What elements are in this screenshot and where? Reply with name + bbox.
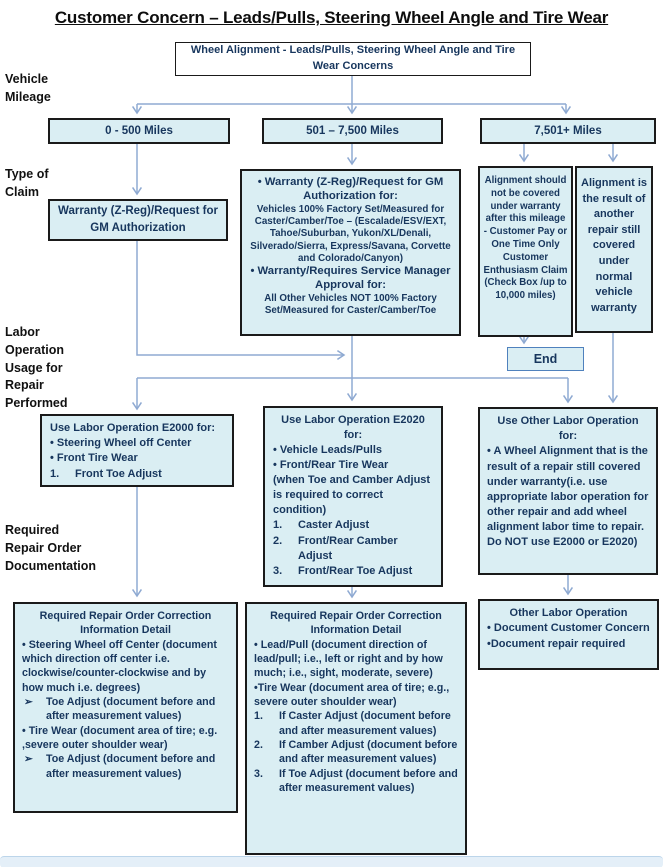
doc-left-heading: Required Repair Order Correction Informa… [39, 610, 212, 637]
node-e2020: Use Labor Operation E2020 for: • Vehicle… [263, 406, 443, 587]
row-label-vehicle-mileage: Vehicle Mileage [5, 72, 51, 104]
doc-middle-heading: Required Repair Order Correction Informa… [270, 610, 442, 637]
node-root: Wheel Alignment - Leads/Pulls, Steering … [175, 42, 531, 76]
node-mileage-501-7500: 501 – 7,500 Miles [262, 118, 443, 144]
doc-left-arrow-text: Toe Adjust (document before and after me… [46, 753, 216, 780]
node-mileage-7501-plus: 7,501+ Miles [480, 118, 656, 144]
e2020-numbered-item: 1. Caster Adjust [273, 518, 433, 533]
arrow-bullet-glyph: ➢ [24, 695, 33, 708]
node-doc-left: Required Repair Order Correction Informa… [13, 602, 238, 813]
node-mileage-0-500-text: 0 - 500 Miles [105, 125, 173, 137]
node-end-text: End [533, 352, 558, 366]
doc-left-arrow-text: Toe Adjust (document before and after me… [46, 695, 216, 723]
doc-middle-numbered-item: 2. If Camber Adjust (document before and… [254, 738, 458, 767]
bottom-decorative-strip [0, 856, 663, 867]
node-other-repair-warranty: Alignment is the result of another repai… [575, 166, 653, 333]
doc-left-bullet: • Tire Wear (document area of tire; e.g.… [22, 724, 218, 751]
e2020-num-text: Front/Rear Toe Adjust [298, 564, 413, 577]
node-root-text: Wheel Alignment - Leads/Pulls, Steering … [190, 44, 516, 72]
node-other-repair-warranty-text: Alignment is the result of another repai… [581, 177, 648, 314]
node-mileage-501-7500-text: 501 – 7,500 Miles [306, 125, 399, 137]
claim-middle-detail-1: Vehicles 100% Factory Set/Measured for C… [250, 203, 451, 264]
e2000-num-text: Front Toe Adjust [75, 467, 162, 480]
node-e2000: Use Labor Operation E2000 for: • Steerin… [40, 414, 234, 487]
use-other-body: • A Wheel Alignment that is the result o… [487, 445, 649, 549]
node-doc-middle: Required Repair Order Correction Informa… [245, 602, 467, 855]
doc-middle-num-text: If Camber Adjust (document before and af… [279, 738, 458, 766]
doc-middle-numbered-item: 1. If Caster Adjust (document before and… [254, 709, 458, 738]
doc-right-bullet: • Document Customer Concern [487, 622, 650, 635]
node-mileage-0-500: 0 - 500 Miles [48, 118, 230, 144]
node-customer-pay: Alignment should not be covered under wa… [478, 166, 573, 337]
node-doc-right: Other Labor Operation • Document Custome… [478, 599, 659, 670]
node-claim-middle: • Warranty (Z-Reg)/Request for GM Author… [240, 169, 461, 336]
edge-warranty-to-merge [136, 240, 346, 361]
node-end: End [507, 347, 584, 371]
e2000-heading: Use Labor Operation E2000 for: [50, 422, 216, 434]
doc-middle-num-text: If Caster Adjust (document before and af… [279, 710, 451, 737]
doc-left-arrow-item: ➢ Toe Adjust (document before and after … [22, 695, 229, 724]
e2020-numbered-item: 3. Front/Rear Toe Adjust [273, 564, 433, 579]
e2020-num: 1. [273, 519, 283, 532]
doc-right-heading: Other Labor Operation [509, 607, 628, 619]
e2000-bullet: • Front Tire Wear [50, 452, 138, 465]
doc-middle-num-text: If Toe Adjust (document before and after… [279, 767, 458, 794]
doc-middle-num: 1. [254, 710, 263, 723]
e2020-heading: Use Labor Operation E2020 for: [281, 414, 425, 442]
e2020-num: 2. [273, 534, 283, 547]
doc-middle-numbered-item: 3. If Toe Adjust (document before and af… [254, 767, 458, 796]
doc-middle-num: 2. [254, 738, 263, 751]
arrow-bullet-glyph: ➢ [24, 753, 33, 766]
e2020-bullet: • Front/Rear Tire Wear [273, 459, 389, 472]
e2020-note: (when Toe and Camber Adjust is required … [273, 474, 431, 517]
e2000-bullet: • Steering Wheel off Center [50, 437, 192, 450]
node-customer-pay-text: Alignment should not be covered under wa… [483, 175, 568, 302]
node-use-other-labor: Use Other Labor Operation for: • A Wheel… [478, 407, 658, 575]
page-title: Customer Concern – Leads/Pulls, Steering… [54, 8, 609, 27]
doc-right-bullet: •Document repair required [487, 637, 626, 650]
e2020-num-text: Caster Adjust [298, 519, 370, 532]
e2020-numbered-item: 2. Front/Rear Camber Adjust [273, 534, 433, 564]
doc-left-bullet: • Steering Wheel off Center (document wh… [22, 638, 217, 694]
doc-middle-bullet: • Lead/Pull (document direction of lead/… [254, 638, 443, 680]
doc-middle-bullet: •Tire Wear (document area of tire; e.g.,… [254, 681, 450, 708]
row-label-required-repair: Required Repair Order Documentation [5, 523, 96, 573]
use-other-heading: Use Other Labor Operation for: [497, 415, 639, 443]
doc-left-arrow-item: ➢ Toe Adjust (document before and after … [22, 752, 229, 781]
doc-middle-num: 3. [254, 767, 263, 780]
e2020-num: 3. [273, 564, 283, 577]
claim-middle-heading-2: • Warranty/Requires Service Manager Appr… [250, 265, 451, 292]
node-warranty-zreg-text: Warranty (Z-Reg)/Request for GM Authoriz… [58, 204, 218, 234]
row-label-type-of-claim: Type of Claim [5, 167, 49, 199]
e2020-num-text: Front/Rear Camber Adjust [298, 534, 398, 562]
e2020-bullet: • Vehicle Leads/Pulls [273, 444, 383, 457]
claim-middle-detail-2: All Other Vehicles NOT 100% Factory Set/… [264, 292, 437, 317]
claim-middle-heading-1: • Warranty (Z-Reg)/Request for GM Author… [257, 176, 444, 202]
e2000-numbered-item: 1. Front Toe Adjust [50, 467, 224, 482]
row-label-labor-operation: Labor Operation Usage for Repair Perform… [5, 325, 68, 410]
node-warranty-zreg: Warranty (Z-Reg)/Request for GM Authoriz… [48, 199, 228, 241]
e2000-num: 1. [50, 467, 60, 480]
node-mileage-7501-plus-text: 7,501+ Miles [534, 125, 602, 137]
